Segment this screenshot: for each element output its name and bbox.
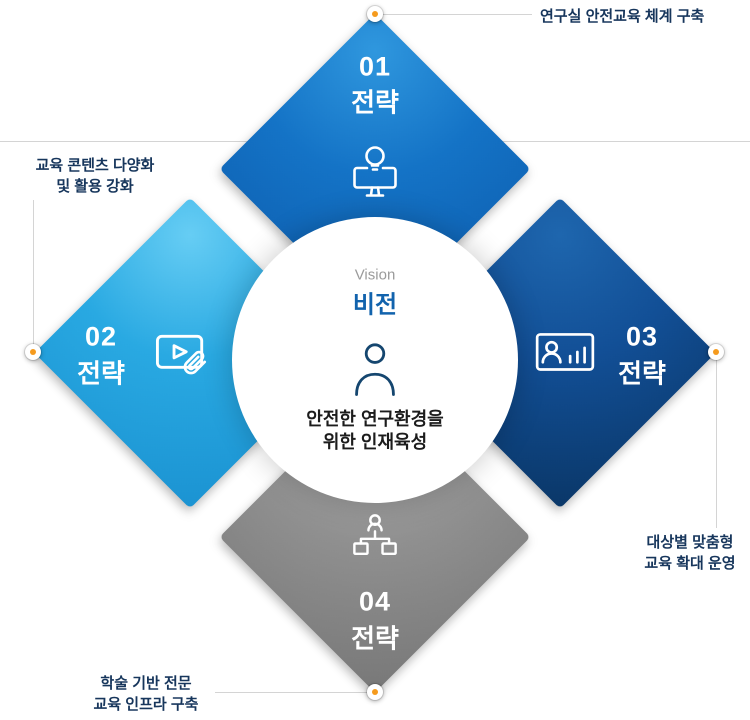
callout-top: 연구실 안전교육 체계 구축 [540, 6, 704, 27]
callout-bottom: 학술 기반 전문 교육 인프라 구축 [66, 673, 226, 715]
bottom-callout-line [215, 692, 367, 693]
bottom-connector-dot [367, 684, 383, 700]
callout-left-line1: 교육 콘텐츠 다양화 [35, 157, 155, 174]
org-chart-icon [345, 510, 405, 562]
vision-label-en: Vision [354, 266, 396, 284]
bottom-connector-dot-core [372, 689, 378, 695]
vision-statement-line1: 안전한 연구환경을 [306, 409, 444, 429]
top-connector-dot [367, 6, 383, 22]
top-connector-dot-core [372, 11, 378, 17]
vision-circle [245, 230, 505, 490]
callout-left: 교육 콘텐츠 다양화 및 활용 강화 [15, 155, 175, 197]
callout-right: 대상별 맞춤형 교육 확대 운영 [625, 532, 750, 574]
strategy-03-number: 03 [625, 321, 659, 352]
left-callout-line [33, 200, 34, 346]
callout-right-line2: 교육 확대 운영 [644, 555, 736, 572]
strategy-02-number: 02 [84, 321, 118, 352]
person-icon [344, 340, 406, 398]
right-callout-line [716, 360, 717, 528]
strategy-01-number: 01 [358, 51, 392, 82]
right-connector-dot [708, 344, 724, 360]
monitor-lightbulb-icon [343, 142, 407, 202]
callout-left-line2: 및 활용 강화 [56, 178, 134, 195]
video-play-clip-icon [153, 325, 215, 383]
left-connector-dot-core [30, 349, 36, 355]
strategy-01-label: 전략 [351, 87, 399, 118]
strategy-04-label: 전략 [351, 623, 399, 654]
vision-label-ko: 비전 [352, 291, 398, 319]
callout-top-text: 연구실 안전교육 체계 구축 [540, 8, 705, 25]
strategy-02-label: 전략 [77, 358, 125, 389]
vision-statement-line2: 위한 인재육성 [322, 432, 428, 452]
left-connector-dot [25, 344, 41, 360]
callout-right-line1: 대상별 맞춤형 [646, 534, 734, 551]
callout-bottom-line2: 교육 인프라 구축 [93, 696, 199, 713]
person-chart-icon [532, 324, 598, 382]
callout-bottom-line1: 학술 기반 전문 [100, 675, 192, 692]
top-callout-line [383, 14, 532, 15]
right-connector-dot-core [713, 349, 719, 355]
strategy-03-label: 전략 [618, 358, 666, 389]
strategy-04-number: 04 [358, 586, 392, 617]
